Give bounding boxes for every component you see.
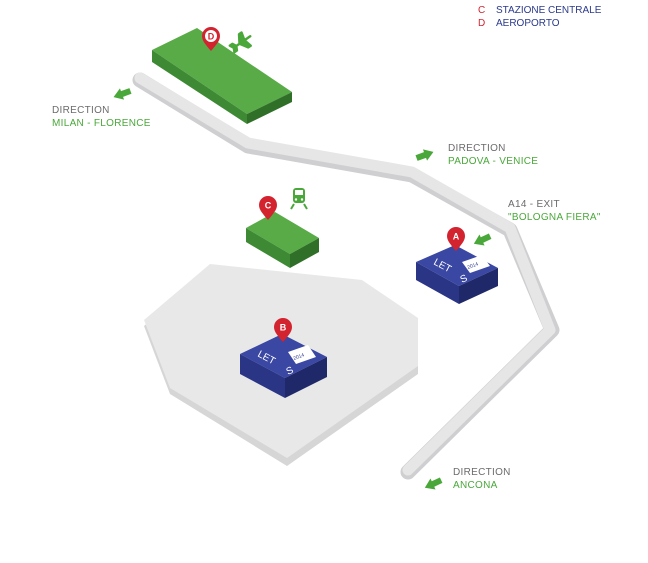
direction-label-padova: DIRECTION PADOVA - VENICE (448, 142, 538, 168)
direction-title: DIRECTION (448, 143, 506, 154)
airport-building (152, 28, 292, 124)
pin-venue-b-letter: B (280, 323, 287, 333)
pin-station[interactable]: C (259, 196, 277, 220)
pin-station-letter: C (265, 201, 272, 211)
venue-b-tag: 2014 (293, 352, 306, 362)
station-building (246, 212, 319, 268)
venue-a-building: LET S 2014 (416, 245, 498, 304)
legend-label-station: STAZIONE CENTRALE (496, 5, 602, 16)
arrow-icon-padova (415, 149, 434, 161)
direction-destination: PADOVA - VENICE (448, 156, 539, 167)
direction-title: DIRECTION (453, 467, 511, 478)
direction-label-milan: DIRECTION MILAN - FLORENCE (52, 104, 151, 130)
highway (132, 72, 560, 480)
arrow-icon-ancona (424, 477, 443, 490)
venue-a-tag: 2014 (467, 261, 480, 271)
train-icon (290, 188, 308, 210)
venue-b-building: LET S 2014 (240, 334, 327, 398)
arrow-icon-milan (113, 88, 132, 100)
legend-item-station: C STAZIONE CENTRALE (478, 4, 601, 17)
legend-key-airport: D (478, 18, 486, 29)
direction-label-ancona: DIRECTION ANCONA (453, 466, 511, 492)
airplane-icon (228, 31, 252, 54)
pin-venue-a-letter: A (453, 232, 460, 242)
pin-venue-b[interactable]: B (274, 318, 292, 342)
exit-title: A14 - EXIT (508, 199, 560, 210)
venue-a-s-label: S (459, 273, 470, 286)
direction-label-fiera: A14 - EXIT "BOLOGNA FIERA" (508, 198, 601, 224)
direction-destination: MILAN - FLORENCE (52, 118, 151, 129)
direction-destination: ANCONA (453, 480, 498, 491)
legend-label-airport: AEROPORTO (496, 18, 560, 29)
legend-item-airport: D AEROPORTO (478, 17, 560, 30)
pin-venue-a[interactable]: A (447, 227, 465, 251)
arrow-icon-fiera (473, 233, 492, 246)
direction-title: DIRECTION (52, 105, 110, 116)
venue-b-s-label: S (285, 365, 296, 378)
pin-airport[interactable]: D (202, 27, 220, 51)
exit-destination: "BOLOGNA FIERA" (508, 212, 601, 223)
pin-airport-letter: D (208, 32, 215, 42)
legend-key-station: C (478, 5, 486, 16)
